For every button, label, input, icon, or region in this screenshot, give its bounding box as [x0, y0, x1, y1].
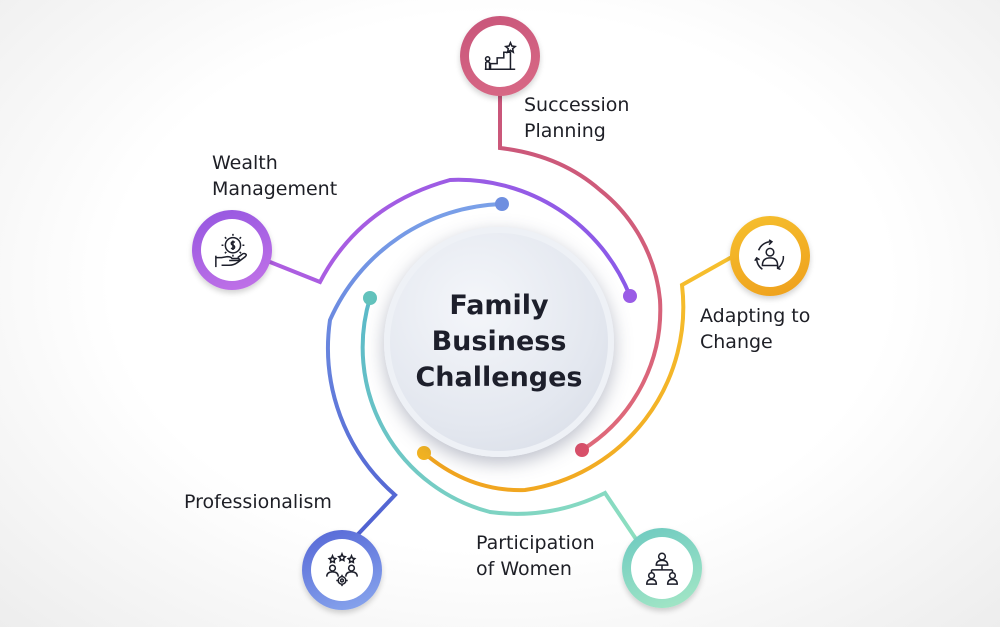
succession-connector [498, 93, 663, 452]
professionalism-pin [302, 530, 382, 610]
team-skills-icon [326, 551, 358, 587]
succession-pin [460, 16, 540, 96]
adapting-dot [417, 446, 431, 460]
women-pin [622, 528, 702, 608]
wealth-pin [192, 210, 272, 290]
stairs-success-icon [484, 40, 517, 71]
wealth-connector [258, 177, 632, 298]
professionalism-connector [326, 202, 504, 550]
women-label: Participation of Women [476, 532, 595, 580]
succession-dot [575, 443, 589, 457]
adapting-label: Adapting to Change [700, 305, 811, 353]
center-title: Family Business Challenges [415, 290, 583, 393]
money-hand-icon [215, 233, 248, 268]
professionalism-dot [495, 197, 509, 211]
adapting-connector [422, 256, 732, 493]
women-connector [360, 296, 642, 547]
org-chart-women-icon [646, 552, 678, 585]
center-circle: Family Business Challenges [384, 227, 614, 457]
succession-label: Succession Planning [524, 94, 630, 142]
women-dot [363, 291, 377, 305]
adapting-pin [730, 216, 810, 296]
professionalism-label: Professionalism [184, 491, 332, 513]
wealth-label: Wealth Management [212, 152, 338, 200]
change-cycle-icon [754, 239, 785, 271]
wealth-dot [623, 289, 637, 303]
